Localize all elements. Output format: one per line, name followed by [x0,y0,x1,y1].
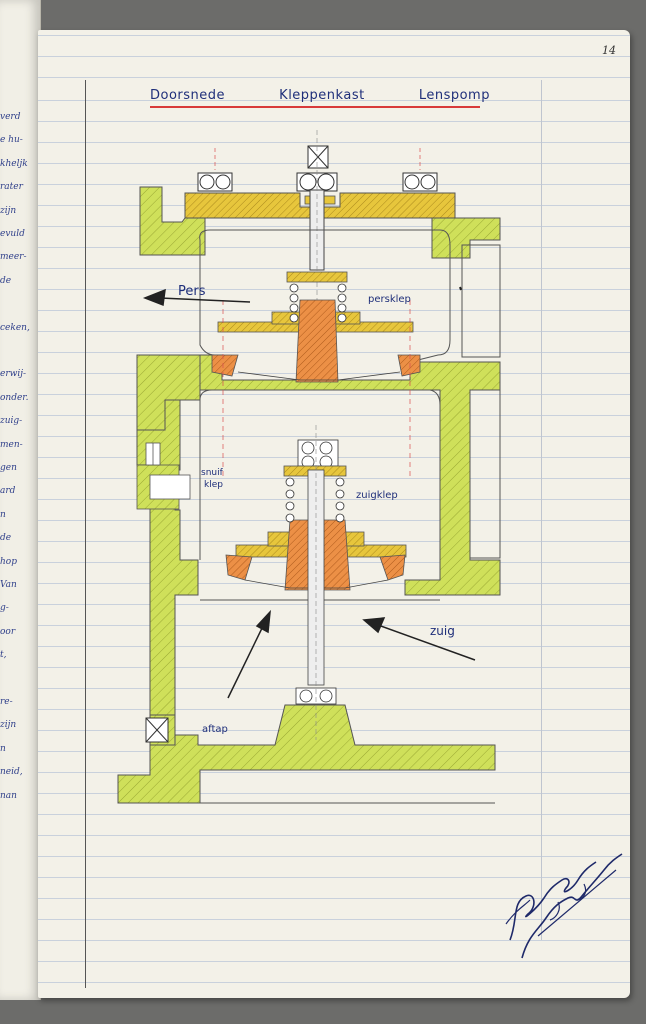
left-page-text-fragment: zijn [0,205,17,216]
title-word-doorsnede: Doorsnede [150,88,226,103]
title-word-lenspomp: Lenspomp [418,88,490,103]
left-page-text-fragment: oor [0,626,16,637]
left-page-text-fragment: e hu- [0,135,23,146]
label-snuif: snuif [201,468,223,478]
cover-nuts [197,172,438,192]
left-page-text-fragment: ceken, [0,322,30,333]
label-zuig: zuig [430,624,455,638]
left-page-text-fragment: t, [0,650,7,661]
left-page-text-fragment: gen [0,463,17,473]
left-page-text-fragment: de [0,533,12,544]
title-underline [150,106,480,108]
left-page-text-fragment: de [0,275,12,286]
left-page-text-fragment: kheljk [0,158,28,169]
drawing-title: Doorsnede Kleppenkast Lenspomp [150,88,490,103]
handwritten-signature [505,853,623,959]
left-page-text-fragment: erwij- [0,369,27,380]
persklep-valve [211,148,421,480]
left-page-text-fragment: nan [0,790,17,801]
aftap-plug [145,717,169,743]
zuigklep-valve [225,425,407,740]
left-page-edge: verd e hu-kheljk rater zijn evuld meer-de ceke… [0,0,41,1000]
left-page-text-fragment: men- [0,439,23,450]
left-page-text-fragment: ard [0,486,16,497]
label-persklep: persklep [368,294,411,305]
label-pers: Pers [178,284,206,299]
margin-line [85,80,86,988]
left-page-text-fragment: hop [0,556,17,567]
left-page-text-fragment: g- [0,603,9,614]
left-page-text-fragment: rater [0,182,23,193]
left-page-text-fragment: Van [0,580,17,590]
left-page-text-fragment: neid, [0,767,23,778]
left-page-text-fragment: verd [0,112,21,122]
page-number: 14 [602,44,616,57]
label-klep: klep [204,480,223,490]
left-page-text-fragment: zijn [0,720,17,731]
left-page-text-fragment: evuld [0,229,25,239]
left-page-text-fragment: n [0,509,6,520]
left-page-text-fragment: re- [0,697,13,707]
ink-dot [459,286,462,291]
right-margin-line [541,80,542,940]
left-page-text-fragment: onder. [0,392,29,403]
label-zuigklep: zuigklep [356,490,398,501]
left-page-text-fragment: n [0,743,6,754]
label-aftap: aftap [202,724,228,735]
left-page-text-fragment: meer- [0,252,27,263]
left-page-text-fragment: zuig- [0,416,23,427]
title-word-kleppenkast: Kleppenkast [279,88,365,103]
flow-arrows [142,288,476,699]
snuif-klep-side-valve [136,442,191,510]
